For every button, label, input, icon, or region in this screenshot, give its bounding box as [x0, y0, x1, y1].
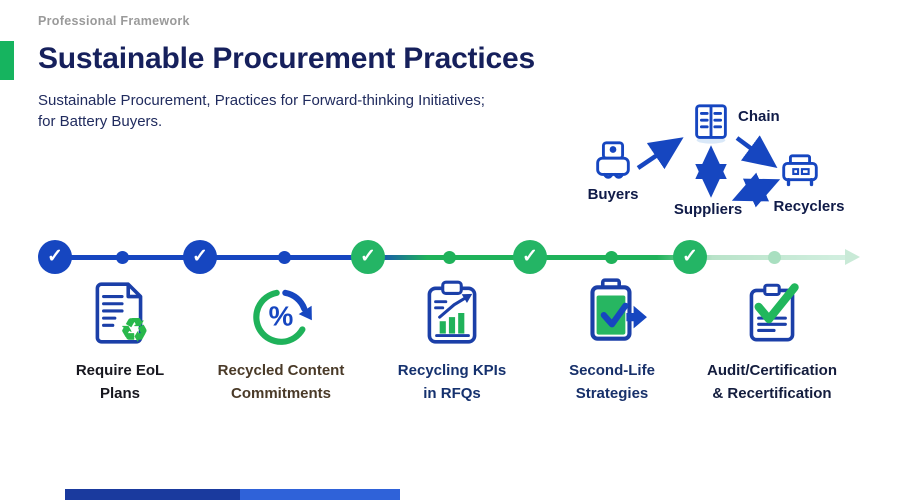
recycler-machine-icon — [782, 154, 818, 187]
subtitle-line-2: for Battery Buyers. — [38, 113, 163, 130]
check-glyph: ✓ — [522, 246, 538, 267]
milestone-check-icon: ✓ — [673, 240, 707, 274]
subtitle: Sustainable Procurement, Practices for F… — [38, 90, 485, 132]
page-title: Sustainable Procurement Practices — [38, 42, 535, 75]
timeline-dot — [443, 251, 456, 264]
footer-progress-bar — [0, 489, 900, 500]
progress-timeline: ✓ ✓ ✓ ✓ ✓ — [0, 236, 900, 280]
check-glyph: ✓ — [192, 246, 208, 267]
check-glyph: ✓ — [47, 246, 63, 267]
footer-bar-segment-bright — [240, 489, 400, 500]
timeline-dot — [768, 251, 781, 264]
timeline-arrowhead-icon — [845, 249, 860, 265]
check-glyph: ✓ — [682, 246, 698, 267]
network-label-recyclers: Recyclers — [773, 198, 845, 215]
network-label-buyers: Buyers — [587, 186, 639, 203]
milestone-check-icon: ✓ — [38, 240, 72, 274]
ledger-book-icon — [695, 104, 727, 144]
arrow-buyers-to-chain — [636, 137, 684, 170]
footer-bar-segment-dark — [65, 489, 240, 500]
timeline-dot — [278, 251, 291, 264]
percent-glyph: % — [269, 300, 294, 331]
milestone-check-icon: ✓ — [351, 240, 385, 274]
recycle-glyph: ♻ — [120, 312, 149, 348]
milestone-check-icon: ✓ — [183, 240, 217, 274]
network-label-chain: Chain — [738, 108, 780, 125]
buyer-printer-icon — [596, 141, 630, 179]
milestone-check-icon: ✓ — [513, 240, 547, 274]
title-accent-bar — [0, 41, 14, 80]
document-recycle-icon: ♻ — [95, 282, 149, 348]
feature-audit-certification: Audit/Certification& Recertification — [687, 276, 857, 406]
supply-network-diagram: Buyers Chain Suppliers Recyclers — [560, 88, 900, 233]
arrow-suppliers-recyclers-two-way — [731, 172, 781, 208]
check-glyph: ✓ — [360, 246, 376, 267]
percent-cycle-icon: % — [253, 289, 312, 345]
feature-label: Audit/Certification& Recertification — [707, 362, 837, 403]
network-arrows — [636, 135, 781, 208]
battery-reuse-icon — [590, 278, 647, 341]
eyebrow-label: Professional Framework — [38, 14, 190, 28]
subtitle-line-1: Sustainable Procurement, Practices for F… — [38, 92, 485, 109]
timeline-dot — [605, 251, 618, 264]
arrow-chain-to-recyclers — [735, 135, 778, 169]
network-label-suppliers: Suppliers — [673, 201, 743, 218]
timeline-dot — [116, 251, 129, 264]
audit-check-clipboard-icon — [749, 283, 799, 342]
kpi-clipboard-icon — [427, 280, 477, 344]
